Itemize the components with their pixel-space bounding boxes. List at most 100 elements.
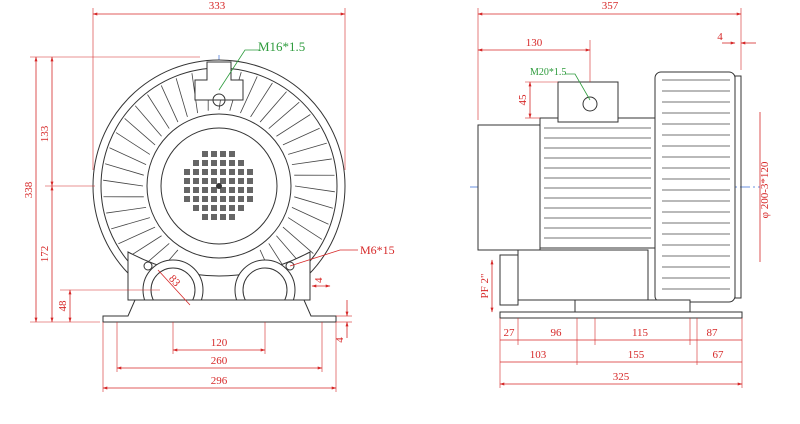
dim-67: 67: [713, 349, 725, 361]
grille-slot: [211, 187, 217, 193]
dim-87: 87: [707, 327, 719, 339]
grille-slot: [229, 214, 235, 220]
cooling-fin: [127, 235, 162, 258]
grille-slot: [202, 151, 208, 157]
cooling-fin: [288, 142, 327, 155]
grille-slot: [202, 187, 208, 193]
grille-slot: [211, 169, 217, 175]
cooling-fin: [134, 105, 162, 137]
grille-slot: [238, 196, 244, 202]
cooling-fin: [111, 217, 150, 230]
cooling-fin: [106, 207, 147, 214]
side-base-plate: [499, 311, 743, 319]
cooling-fin: [287, 217, 323, 240]
grille-slot: [247, 169, 253, 175]
dim-box-offset: 130: [526, 37, 543, 49]
grille-slot: [193, 169, 199, 175]
grille-slot: [184, 187, 190, 193]
dim-hole-spacing: 260: [211, 355, 228, 367]
grille-slot: [184, 196, 190, 202]
housing-cover: [734, 75, 742, 299]
cable-gland: [212, 93, 226, 107]
grille-slot: [211, 178, 217, 184]
dim-box-height: 45: [517, 94, 529, 106]
grille-slot: [229, 196, 235, 202]
grille-slot: [220, 214, 226, 220]
dim-overall-width: 333: [209, 0, 226, 12]
grille-slot: [220, 151, 226, 157]
front-view: 333 338 133 172 48 4 4 120 260 296: [23, 0, 395, 392]
fan-grille: [184, 151, 253, 220]
cooling-fin: [268, 101, 300, 129]
cooling-fin: [282, 226, 314, 254]
grille-slot: [229, 151, 235, 157]
cooling-fin: [294, 185, 335, 193]
callout-inlet-thread: M16*1.5: [258, 39, 305, 54]
bolt-hole-left: [143, 261, 153, 271]
grille-slot: [220, 178, 226, 184]
cooling-fin: [103, 179, 144, 187]
grille-slot: [247, 196, 253, 202]
cooling-fin: [240, 76, 258, 114]
dim-overall-height: 338: [23, 181, 35, 198]
cooling-fin: [250, 82, 273, 118]
grille-slot: [202, 205, 208, 211]
dim-port-spacing: 120: [211, 337, 228, 349]
base-plate: [102, 299, 337, 323]
cooling-fin: [105, 163, 144, 176]
callout-pipe-thread: PF 2": [479, 274, 491, 299]
side-junction-box: [557, 81, 619, 123]
cooling-fin: [118, 226, 156, 245]
grille-slot: [211, 160, 217, 166]
grille-slot: [211, 214, 217, 220]
dim-base-width: 296: [211, 375, 228, 387]
grille-slot: [238, 205, 244, 211]
motor-ribs: [544, 127, 651, 239]
grille-slot: [238, 187, 244, 193]
cooling-fin: [109, 147, 147, 165]
cooling-fin: [291, 207, 329, 225]
grille-slot: [247, 187, 253, 193]
grille-slot: [229, 187, 235, 193]
grille-slot: [202, 160, 208, 166]
grille-slot: [229, 160, 235, 166]
dim-lower-center: 172: [39, 246, 51, 263]
grille-slot: [229, 178, 235, 184]
side-foot: [574, 299, 691, 313]
grille-slot: [211, 196, 217, 202]
grille-slot: [193, 205, 199, 211]
cooling-fin: [160, 85, 179, 123]
housing-fins: [662, 79, 730, 290]
motor-body: [539, 117, 656, 249]
grille-slot: [202, 178, 208, 184]
bolt-hole-right: [285, 261, 295, 271]
grille-slot: [220, 196, 226, 202]
dim-155: 155: [628, 349, 645, 361]
grille-slot: [220, 169, 226, 175]
leader-m20: [565, 73, 591, 101]
callout-mount-bolt: M6*15: [360, 243, 395, 257]
grille-slot: [193, 196, 199, 202]
callout-junction-thread: M20*1.5: [530, 67, 566, 78]
dim-base-height: 48: [57, 300, 69, 312]
dim-plate-thickness: 4: [334, 337, 346, 343]
callout-flange: φ 200-3*120: [759, 161, 771, 218]
cooling-fin: [124, 118, 156, 146]
cooling-fin: [259, 91, 287, 123]
dim-line-diameter: [157, 269, 191, 306]
grille-slot: [202, 214, 208, 220]
grille-slot: [229, 205, 235, 211]
pipe-flange-left: [499, 254, 519, 306]
grille-slot: [220, 160, 226, 166]
leader-m6: [289, 249, 358, 267]
dim-325: 325: [613, 371, 630, 383]
dim-foot-slot: 4: [313, 277, 325, 283]
grille-slot: [229, 169, 235, 175]
cooling-fin: [294, 196, 333, 209]
dim-27: 27: [504, 327, 516, 339]
port-body: [517, 249, 649, 301]
shaft-center: [216, 183, 222, 189]
grille-slot: [220, 205, 226, 211]
cooling-fin: [175, 78, 188, 117]
side-cable-gland: [582, 96, 598, 112]
